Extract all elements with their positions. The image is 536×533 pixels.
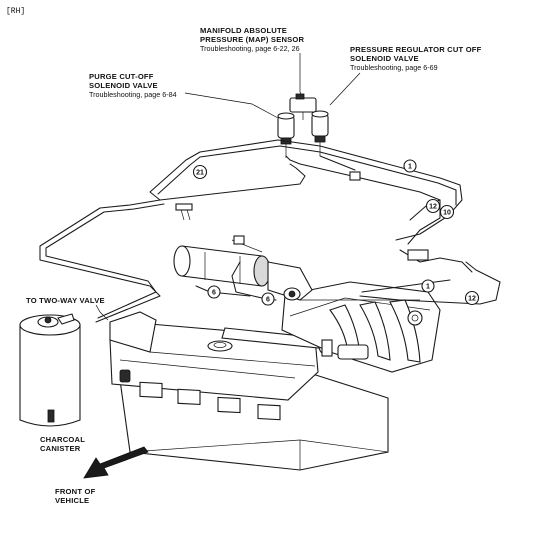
vacuum-hose-network — [39, 139, 501, 323]
callout-group: 1 21 12 10 6 6 1 12 — [192, 159, 480, 306]
front-direction-arrow-icon — [83, 446, 149, 479]
svg-text:1: 1 — [408, 164, 412, 171]
svg-text:1: 1 — [426, 284, 430, 291]
callout-hose-6-right: 6 — [261, 292, 275, 306]
callout-hose-1-upper: 1 — [403, 159, 417, 173]
label-purge-cutoff: PURGE CUT-OFF SOLENOID VALVE Troubleshoo… — [89, 72, 177, 99]
label-map-sensor: MANIFOLD ABSOLUTE PRESSURE (MAP) SENSOR … — [200, 26, 305, 53]
callout-hose-21: 21 — [192, 164, 208, 180]
canister-title-line1: CHARCOAL — [40, 435, 85, 444]
callout-hose-6-left: 6 — [207, 285, 221, 299]
svg-text:10: 10 — [443, 210, 451, 217]
pressure-regulator-cutoff-solenoid-valve — [311, 110, 329, 156]
map-sensor — [289, 93, 317, 120]
label-two-way-valve: TO TWO-WAY VALVE — [26, 296, 105, 305]
purge-cutoff-ref: Troubleshooting, page 6-84 — [89, 90, 177, 99]
front-title-line1: FRONT OF — [55, 487, 96, 496]
map-sensor-title-line1: MANIFOLD ABSOLUTE — [200, 26, 287, 35]
front-title-line2: VEHICLE — [55, 496, 89, 505]
map-sensor-title-line2: PRESSURE (MAP) SENSOR — [200, 35, 305, 44]
map-sensor-ref: Troubleshooting, page 6-22, 26 — [200, 44, 300, 53]
callout-hose-12-lower: 12 — [464, 290, 480, 306]
label-pressure-regulator: PRESSURE REGULATOR CUT OFF SOLENOID VALV… — [350, 45, 482, 72]
section-code: [RH] — [6, 7, 25, 16]
svg-text:12: 12 — [468, 296, 476, 303]
purge-cutoff-solenoid-valve — [277, 112, 295, 158]
pressure-regulator-ref: Troubleshooting, page 6-69 — [350, 63, 438, 72]
svg-text:6: 6 — [212, 290, 216, 297]
svg-text:21: 21 — [196, 170, 204, 177]
air-intake-tube — [173, 245, 313, 301]
label-front-of-vehicle: FRONT OF VEHICLE — [55, 487, 96, 505]
label-charcoal-canister: CHARCOAL CANISTER — [40, 435, 85, 453]
purge-cutoff-title-line1: PURGE CUT-OFF — [89, 72, 154, 81]
callout-hose-1-lower: 1 — [421, 279, 435, 293]
callout-hose-12-upper: 12 — [425, 198, 441, 214]
canister-title-line2: CANISTER — [40, 444, 81, 453]
engine-assembly — [109, 281, 441, 471]
svg-text:12: 12 — [429, 204, 437, 211]
svg-text:6: 6 — [266, 297, 270, 304]
purge-cutoff-title-line2: SOLENOID VALVE — [89, 81, 158, 90]
pressure-regulator-title-line1: PRESSURE REGULATOR CUT OFF — [350, 45, 482, 54]
callout-hose-10: 10 — [439, 204, 455, 220]
pressure-regulator-title-line2: SOLENOID VALVE — [350, 54, 419, 63]
charcoal-canister — [19, 313, 81, 427]
